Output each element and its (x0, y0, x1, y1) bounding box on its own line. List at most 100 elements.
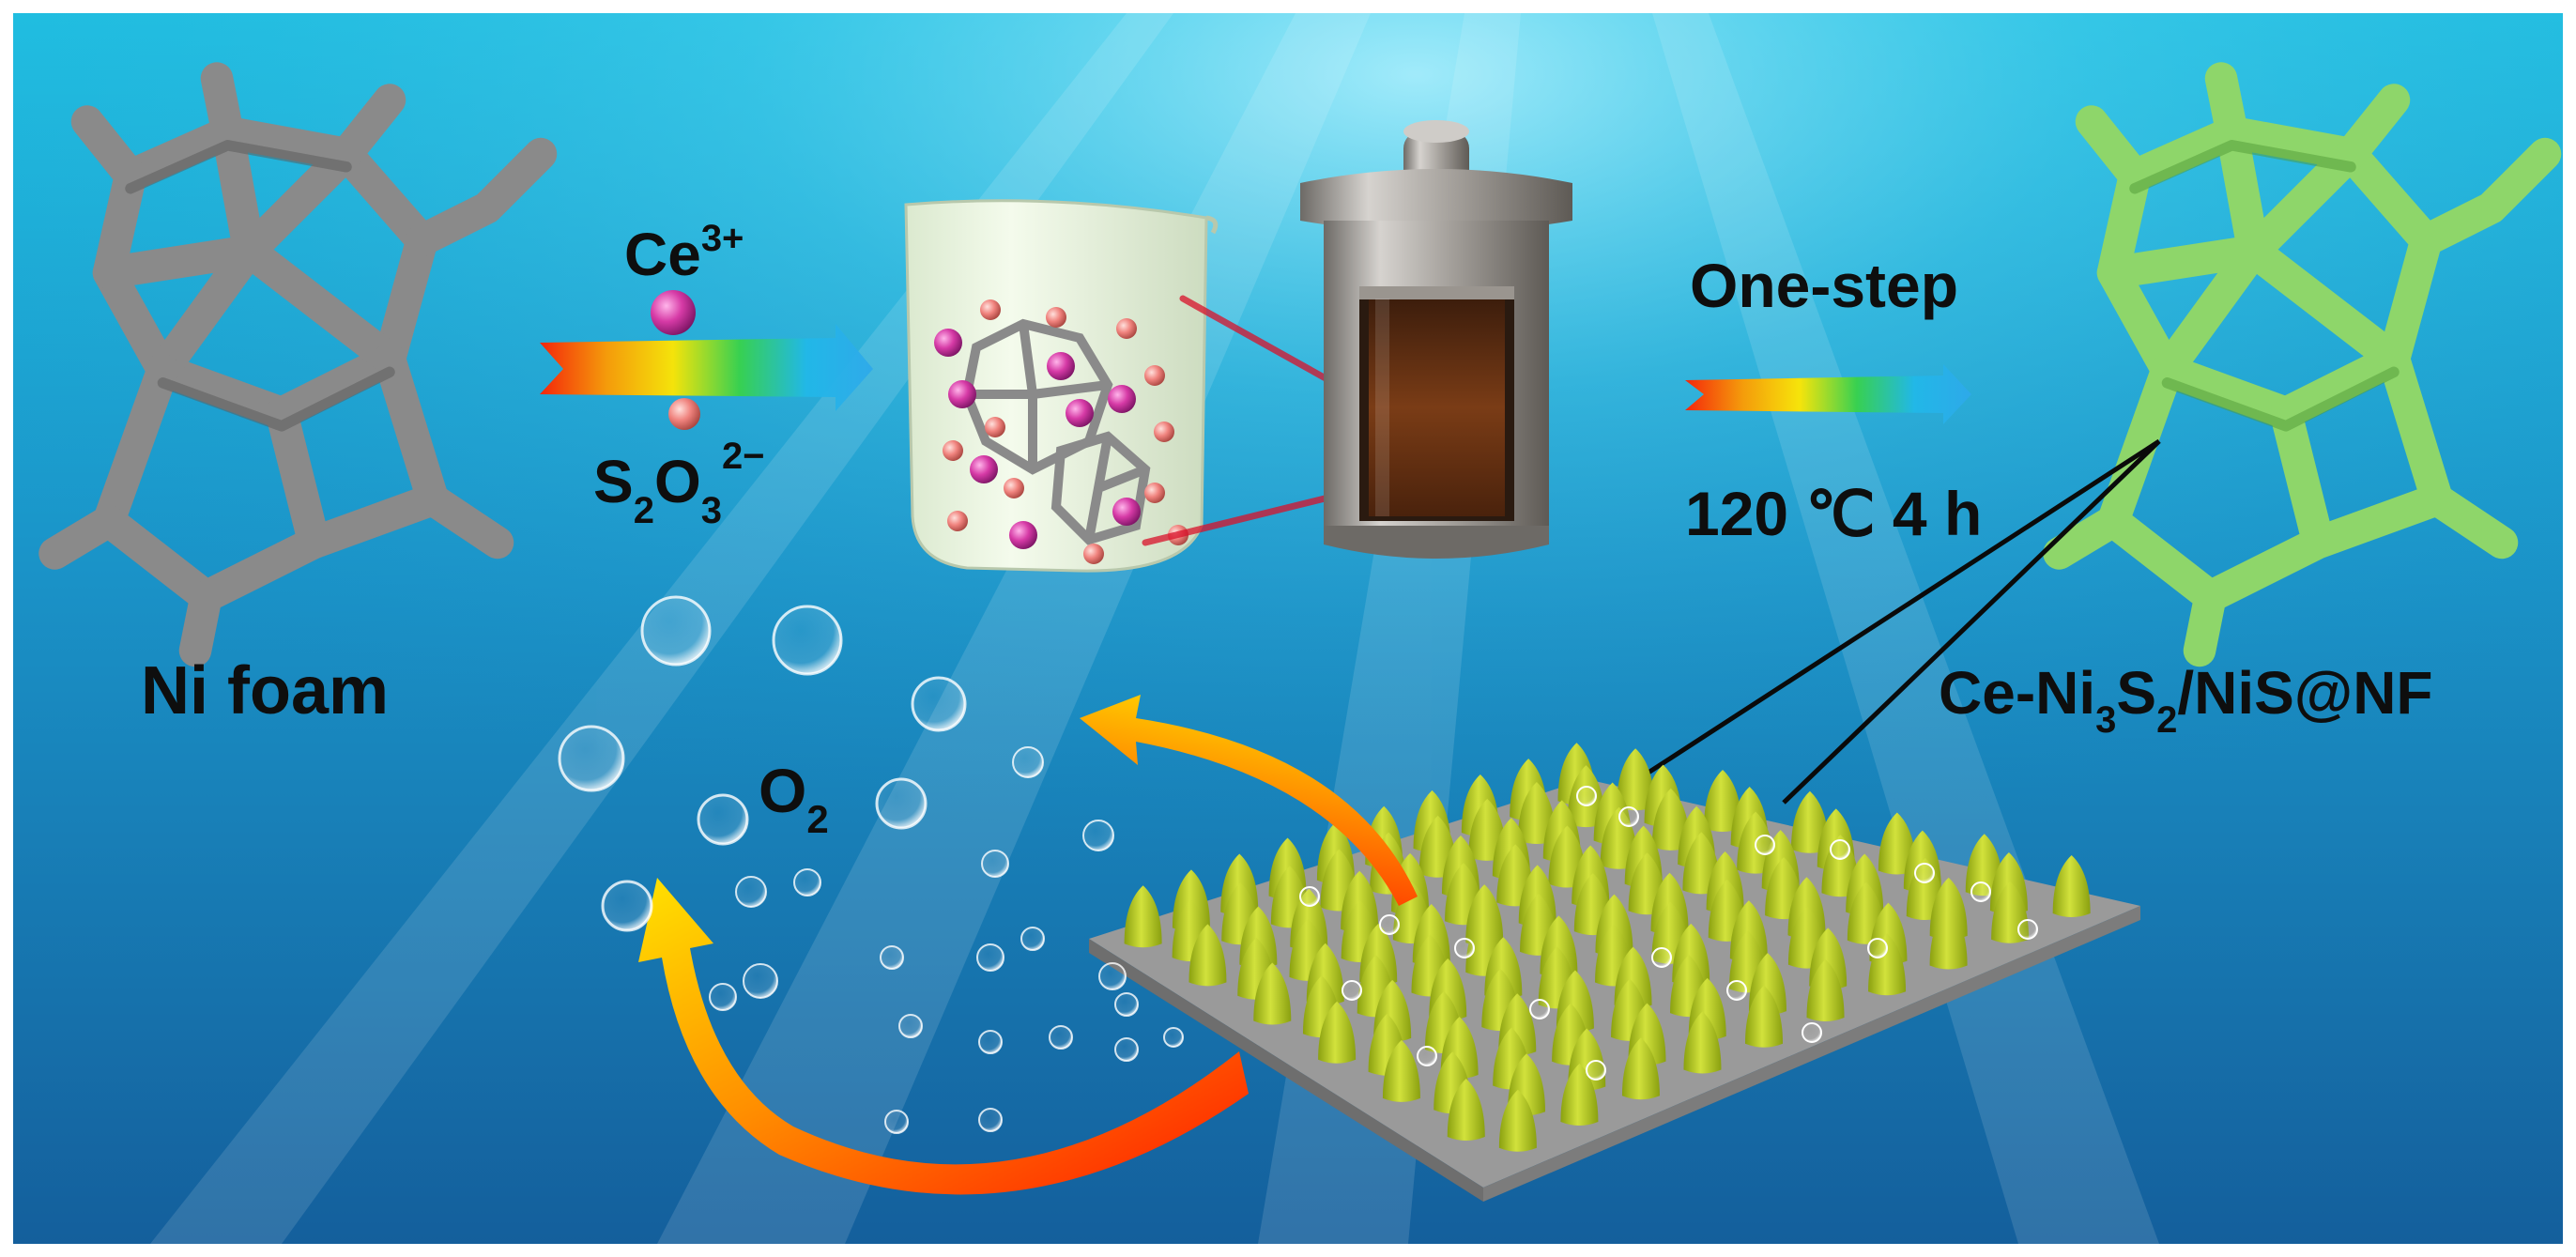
surface-bubble (1802, 1022, 1822, 1043)
ce-ion (1112, 498, 1141, 526)
thiosulfate-ion-label: S2O32− (593, 436, 765, 531)
thiosulfate-ion (980, 299, 1001, 320)
nanocone (1188, 924, 1227, 987)
thiosulfate-ion (1083, 544, 1104, 564)
o2-bubble-icon (978, 1108, 1003, 1132)
surface-bubble (1379, 914, 1400, 935)
ce-ion-icon (651, 290, 696, 335)
nanocone (1560, 1064, 1599, 1127)
surface-bubble (1529, 999, 1550, 1019)
nanocone (1517, 782, 1556, 845)
o2-bubble-icon (558, 725, 625, 792)
ce-ion (1108, 385, 1136, 413)
o2-label: O2 (759, 756, 829, 841)
nanocone (1447, 1078, 1485, 1141)
ce-ion (1066, 399, 1094, 427)
thiosulfate-ion (1116, 318, 1137, 339)
surface-bubble (1726, 980, 1747, 1001)
ce-ion (1009, 521, 1037, 549)
conditions-label: 120 ℃ 4 h (1685, 479, 1982, 548)
thiosulfate-ion (947, 511, 968, 531)
nanocone (1253, 962, 1292, 1025)
o2-bubble-icon (601, 880, 653, 932)
curved-arrow-right (1080, 695, 1418, 906)
o2-bubble-icon (911, 676, 967, 732)
surface-bubble (1576, 786, 1597, 806)
surface-bubble (2017, 919, 2038, 940)
o2-bubble-icon (1114, 1037, 1139, 1062)
o2-bubble-icon (743, 963, 778, 999)
surface-bubble (1830, 839, 1850, 860)
reaction-arrow-2 (1685, 364, 1971, 424)
nanocone-array-icon (1089, 743, 2140, 1202)
surface-bubble (1914, 863, 1935, 883)
thiosulfate-ion (1004, 478, 1024, 498)
o2-bubble-icon (981, 850, 1009, 878)
o2-bubble-icon (793, 868, 821, 897)
o2-bubble-icon (1098, 962, 1127, 990)
thiosulfate-ion (1046, 307, 1066, 328)
surface-bubble (1342, 980, 1362, 1001)
ni-foam-gray-icon (38, 62, 558, 667)
nanocone (1498, 1089, 1537, 1152)
nanocone (1704, 769, 1742, 832)
nanocone (1806, 959, 1845, 1022)
nanocone (1790, 790, 1829, 853)
nanocone (1651, 788, 1690, 851)
surface-bubble (1618, 806, 1639, 827)
thiosulfate-ion (1144, 483, 1165, 503)
o2-bubble-icon (898, 1014, 923, 1038)
o2-bubble-icon (1114, 992, 1139, 1017)
o2-bubble-icon (697, 793, 749, 846)
thiosulfate-ion (1144, 365, 1165, 386)
magnify-lines (1636, 438, 2161, 805)
ce-ion (948, 380, 976, 408)
nanocone (1621, 1037, 1660, 1100)
surface-bubble (1586, 1060, 1606, 1081)
ce-ion (934, 329, 962, 357)
surface-bubble (1755, 835, 1775, 855)
o2-bubble-icon (1012, 746, 1044, 778)
ni-foam-green-icon (2043, 62, 2562, 667)
o2-bubble-icon (880, 945, 904, 970)
one-step-label: One-step (1690, 251, 1958, 320)
reaction-arrow-1 (540, 324, 873, 411)
o2-bubble-icon (884, 1110, 909, 1134)
nanocone (1929, 907, 1968, 970)
ce-ion-label: Ce3+ (624, 218, 744, 288)
surface-bubble (1970, 881, 1991, 902)
ce-ion (1047, 352, 1075, 380)
surface-bubble (1454, 938, 1475, 958)
o2-bubble-icon (1049, 1025, 1073, 1050)
o2-bubble-icon (772, 605, 843, 676)
o2-bubble-icon (978, 1030, 1003, 1054)
o2-bubbles (558, 595, 1184, 1134)
ni-foam-label: Ni foam (141, 653, 389, 728)
nanocone (1745, 985, 1784, 1048)
thiosulfate-ion (1154, 422, 1174, 442)
o2-bubble-icon (1020, 927, 1045, 951)
o2-bubble-icon (640, 595, 712, 667)
surface-bubble (1417, 1046, 1437, 1066)
autoclave-icon (1300, 120, 1572, 559)
nanocone (1382, 1039, 1420, 1102)
nanocone (1617, 748, 1655, 811)
o2-bubble-icon (976, 943, 1004, 972)
o2-bubble-icon (1082, 820, 1114, 851)
nanocone (1878, 812, 1916, 875)
mini-foam-icon (961, 318, 1151, 545)
beaker-icon (904, 199, 1219, 573)
thiosulfate-ion (943, 440, 963, 461)
thiosulfate-ion (985, 417, 1005, 437)
nanocone (2052, 854, 2091, 917)
o2-bubble-icon (735, 876, 767, 908)
o2-bubble-icon (709, 983, 737, 1011)
ce-ion (970, 455, 998, 483)
o2-bubble-icon (875, 777, 928, 830)
product-label: Ce-Ni3S2/NiS@NF (1939, 659, 2433, 741)
surface-bubble (1651, 947, 1672, 968)
thiosulfate-ion-icon (668, 398, 700, 430)
surface-bubble (1299, 886, 1320, 907)
nanocone (1124, 885, 1162, 948)
